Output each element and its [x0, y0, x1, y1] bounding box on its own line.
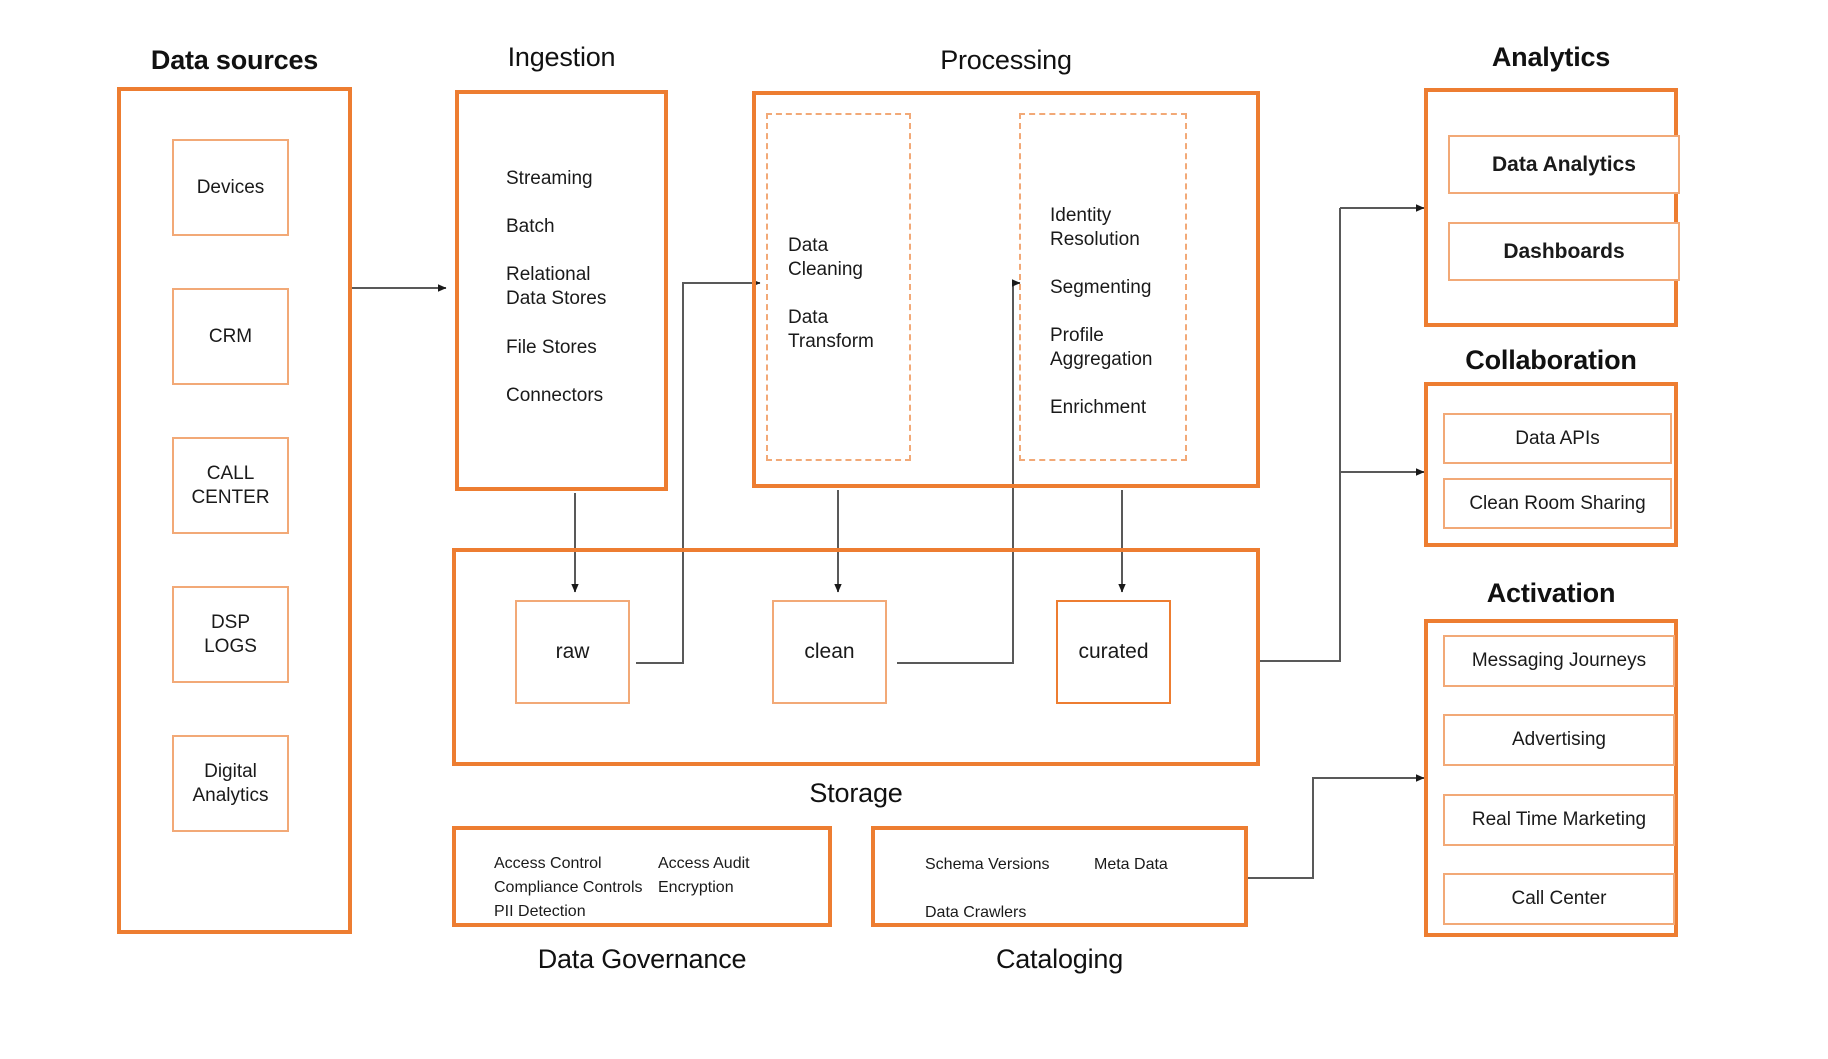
activation-item-real-time-marketing-label: Real Time Marketing	[1471, 809, 1647, 831]
storage-panel	[452, 548, 1260, 766]
ingestion-item-batch[interactable]: Batch	[506, 216, 555, 237]
storage-title: Storage	[809, 778, 903, 808]
analytics-panel	[1424, 88, 1678, 327]
processing-item-data-cleaning[interactable]: Data Cleaning	[788, 235, 863, 280]
processing-panel	[752, 91, 1260, 488]
activation-title: Activation	[1486, 578, 1616, 608]
data-source-digital-analytics-label: Digital Analytics	[192, 761, 269, 806]
activation-item-advertising[interactable]: Advertising	[1443, 714, 1675, 766]
collaboration-item-data-apis[interactable]: Data APIs	[1443, 413, 1672, 464]
analytics-item-data-analytics[interactable]: Data Analytics	[1448, 135, 1680, 194]
ingestion-item-streaming[interactable]: Streaming	[506, 168, 593, 189]
data-governance-title: Data Governance	[537, 944, 747, 974]
processing-item-enrichment[interactable]: Enrichment	[1050, 397, 1147, 418]
analytics-item-dashboards-label: Dashboards	[1503, 239, 1625, 263]
analytics-title: Analytics	[1491, 42, 1611, 72]
storage-zone-curated-label: curated	[1078, 640, 1149, 664]
ingestion-item-file-stores[interactable]: File Stores	[506, 337, 597, 358]
activation-item-messaging-journeys[interactable]: Messaging Journeys	[1443, 635, 1675, 687]
activation-item-advertising-label: Advertising	[1512, 729, 1606, 751]
storage-zone-raw[interactable]: raw	[515, 600, 630, 704]
ingestion-item-connectors[interactable]: Connectors	[506, 385, 604, 406]
activation-item-real-time-marketing[interactable]: Real Time Marketing	[1443, 794, 1675, 846]
data-source-dsp-logs-label: DSP LOGS	[204, 612, 257, 657]
data-governance-panel	[452, 826, 832, 927]
activation-item-call-center[interactable]: Call Center	[1443, 873, 1675, 925]
storage-zone-raw-label: raw	[555, 640, 590, 664]
analytics-item-data-analytics-label: Data Analytics	[1492, 152, 1636, 176]
ingestion-panel	[455, 90, 668, 491]
ingestion-item-relational-data-stores[interactable]: Relational Data Stores	[506, 264, 607, 309]
data-source-call-center-label: CALL CENTER	[191, 463, 270, 508]
data-source-digital-analytics[interactable]: Digital Analytics	[172, 735, 289, 832]
cataloging-title: Cataloging	[995, 944, 1124, 974]
processing-item-data-transform[interactable]: Data Transform	[788, 307, 874, 352]
data-source-crm-label: CRM	[208, 325, 253, 347]
data-source-dsp-logs[interactable]: DSP LOGS	[172, 586, 289, 683]
activation-panel	[1424, 619, 1678, 937]
collaboration-panel	[1424, 382, 1678, 547]
processing-item-profile-aggregation[interactable]: Profile Aggregation	[1050, 325, 1153, 370]
data-source-call-center[interactable]: CALL CENTER	[172, 437, 289, 534]
processing-cleaning-group	[766, 113, 911, 461]
processing-title: Processing	[940, 45, 1072, 75]
processing-item-identity-resolution[interactable]: Identity Resolution	[1050, 205, 1140, 250]
analytics-item-dashboards[interactable]: Dashboards	[1448, 222, 1680, 281]
storage-zone-clean-label: clean	[804, 640, 855, 664]
data-sources-title: Data sources	[150, 45, 319, 75]
data-governance-controls-left[interactable]: Access Control Compliance Controls PII D…	[494, 855, 643, 920]
collaboration-item-clean-room-sharing[interactable]: Clean Room Sharing	[1443, 478, 1672, 529]
processing-profiles-group	[1019, 113, 1187, 461]
data-source-devices[interactable]: Devices	[172, 139, 289, 236]
wire-storage-trunk	[1260, 208, 1341, 662]
cataloging-items-left[interactable]: Schema Versions Data Crawlers	[925, 856, 1050, 921]
ingestion-title: Ingestion	[507, 42, 616, 72]
cataloging-panel	[871, 826, 1248, 927]
storage-zone-clean[interactable]: clean	[772, 600, 887, 704]
collaboration-item-clean-room-sharing-label: Clean Room Sharing	[1469, 492, 1646, 514]
storage-zone-curated[interactable]: curated	[1056, 600, 1171, 704]
collaboration-title: Collaboration	[1465, 345, 1637, 375]
processing-item-segmenting[interactable]: Segmenting	[1050, 277, 1152, 298]
cataloging-items-right[interactable]: Meta Data	[1094, 856, 1168, 873]
activation-item-messaging-journeys-label: Messaging Journeys	[1471, 650, 1647, 672]
data-source-crm[interactable]: CRM	[172, 288, 289, 385]
collaboration-item-data-apis-label: Data APIs	[1515, 427, 1600, 449]
wire-cataloging-to-activation	[1248, 774, 1425, 879]
activation-item-call-center-label: Call Center	[1511, 888, 1607, 910]
data-sources-panel	[117, 87, 352, 934]
data-source-devices-label: Devices	[196, 176, 265, 198]
data-governance-controls-right[interactable]: Access Audit Encryption	[658, 855, 750, 896]
